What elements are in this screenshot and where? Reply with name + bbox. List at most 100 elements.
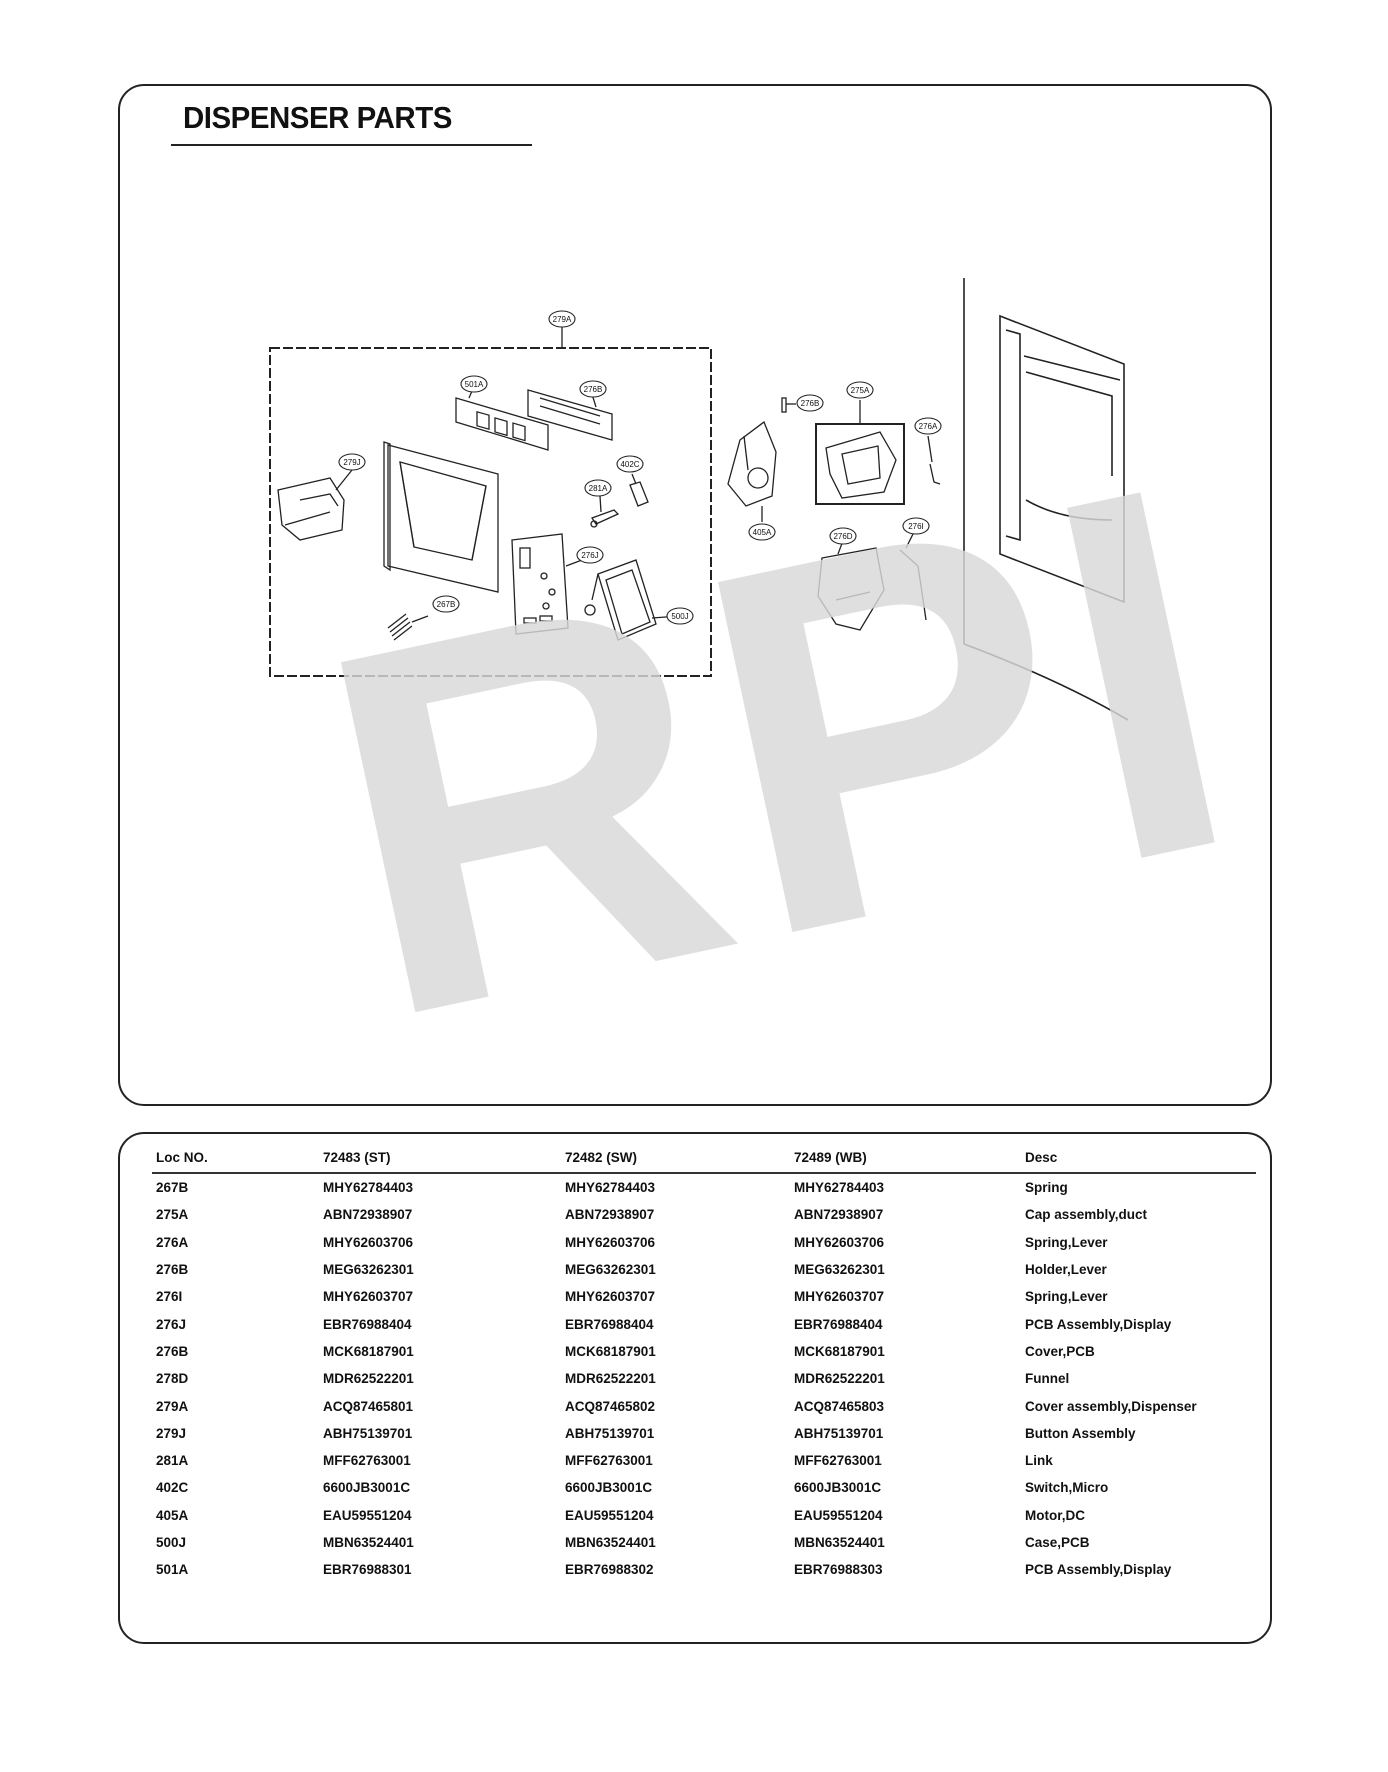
parts-table: Loc NO. 72483 (ST) 72482 (SW) 72489 (WB)… <box>152 1142 1256 1583</box>
col-desc: Desc <box>1021 1142 1256 1174</box>
parts-table-panel <box>118 1132 1272 1644</box>
cell-wb: MHY62603707 <box>794 1289 885 1305</box>
callout-267b: 267B <box>432 595 460 613</box>
cell-wb: EAU59551204 <box>794 1507 883 1523</box>
cell-desc: Spring <box>1025 1180 1068 1196</box>
cell-loc: 276B <box>156 1343 189 1359</box>
cell-loc: 276I <box>156 1289 183 1305</box>
part-motor-405a <box>727 420 777 522</box>
cell-st: MHY62603707 <box>323 1289 414 1305</box>
cell-sw: MFF62763001 <box>565 1453 653 1469</box>
svg-text:276B: 276B <box>801 399 820 408</box>
cell-sw: MEG63262301 <box>565 1262 656 1278</box>
cell-desc: Holder,Lever <box>1025 1262 1107 1278</box>
cell-st: ACQ87465801 <box>323 1398 414 1414</box>
cell-desc: Link <box>1025 1453 1053 1469</box>
svg-text:275A: 275A <box>851 386 870 395</box>
cell-st: MDR62522201 <box>323 1371 414 1387</box>
cell-wb: MHY62603706 <box>794 1234 885 1250</box>
svg-text:276B: 276B <box>584 385 603 394</box>
cell-wb: ABN72938907 <box>794 1207 884 1223</box>
callout-279a: 279A <box>548 310 576 328</box>
cell-wb: MEG63262301 <box>794 1262 885 1278</box>
cell-sw: MDR62522201 <box>565 1371 656 1387</box>
cell-sw: MHY62784403 <box>565 1180 656 1196</box>
cell-desc: Funnel <box>1025 1371 1070 1387</box>
col-loc-no: Loc NO. <box>152 1142 319 1174</box>
cell-desc: Button Assembly <box>1025 1425 1136 1441</box>
cell-wb: MBN63524401 <box>794 1535 885 1550</box>
table-row: 500J MBN63524401 MBN63524401 MBN63524401 Cas… <box>152 1529 1256 1556</box>
cell-loc: 278D <box>156 1371 189 1387</box>
callout-402c: 402C <box>616 455 644 473</box>
cell-sw: MCK68187901 <box>565 1343 656 1359</box>
callout-500j: 500J <box>666 607 694 625</box>
cell-sw: MBN63524401 <box>565 1535 656 1550</box>
cell-desc: Case,PCB <box>1025 1535 1090 1550</box>
part-case-pcb-500j <box>584 559 681 641</box>
cell-wb: MHY62784403 <box>794 1180 885 1196</box>
callout-501a: 501A <box>460 375 488 393</box>
cell-loc: 267B <box>156 1180 189 1196</box>
col-72482-sw: 72482 (SW) <box>561 1142 790 1174</box>
cell-st: EBR76988301 <box>323 1562 412 1578</box>
diagram-panel <box>118 84 1272 1106</box>
part-micro-switch-402c <box>629 473 649 507</box>
cell-sw: ABN72938907 <box>565 1207 655 1223</box>
cell-sw: MHY62603707 <box>565 1289 656 1305</box>
cell-st: MHY62784403 <box>323 1180 414 1196</box>
col-72483-st: 72483 (ST) <box>319 1142 561 1174</box>
table-row: 278D MDR62522201 MDR62522201 MDR62522201 Fun… <box>152 1365 1256 1392</box>
table-row: 276I MHY62603707 MHY62603707 MHY62603707 Spr… <box>152 1283 1256 1310</box>
cell-sw: ABH75139701 <box>565 1425 655 1441</box>
cell-desc: Switch,Micro <box>1025 1480 1109 1496</box>
cell-st: MEG63262301 <box>323 1262 414 1278</box>
cell-st: EAU59551204 <box>323 1507 412 1523</box>
svg-text:279A: 279A <box>553 315 572 324</box>
cell-loc: 402C <box>156 1480 189 1496</box>
callout-276d: 276D <box>829 527 857 545</box>
part-cap-assembly-275a <box>825 400 897 499</box>
svg-text:276A: 276A <box>919 422 938 431</box>
cell-st: MBN63524401 <box>323 1535 414 1550</box>
cell-sw: EBR76988302 <box>565 1562 654 1578</box>
part-button-assembly-279j <box>277 469 353 541</box>
cell-desc: Spring,Lever <box>1025 1234 1108 1250</box>
callout-276b-upper: 276B <box>579 380 607 398</box>
cell-desc: PCB Assembly,Display <box>1025 1316 1172 1332</box>
svg-text:405A: 405A <box>753 528 772 537</box>
exploded-parts-diagram: 279A 501A 276B 279J 402C 281A 276J 267B … <box>269 278 1129 721</box>
cell-sw: ACQ87465802 <box>565 1398 656 1414</box>
svg-text:501A: 501A <box>465 380 484 389</box>
cell-loc: 276A <box>156 1234 189 1250</box>
cell-desc: Spring,Lever <box>1025 1289 1108 1305</box>
cell-wb: MDR62522201 <box>794 1371 885 1387</box>
table-row: 267B MHY62784403 MHY62784403 MHY62784403 Spr… <box>152 1173 1256 1201</box>
cell-wb: ACQ87465803 <box>794 1398 885 1414</box>
cell-sw: EAU59551204 <box>565 1507 654 1523</box>
cell-wb: MFF62763001 <box>794 1453 882 1469</box>
callout-276a: 276A <box>914 417 942 435</box>
col-72489-wb: 72489 (WB) <box>790 1142 1021 1174</box>
cell-st: ABN72938907 <box>323 1207 413 1223</box>
callout-405a: 405A <box>748 523 776 541</box>
part-holder-lever-276b <box>781 397 796 413</box>
assembly-group-box <box>269 347 712 677</box>
callout-281a: 281A <box>584 479 612 497</box>
cell-desc: Cover assembly,Dispenser <box>1025 1398 1197 1414</box>
cell-loc: 501A <box>156 1562 189 1578</box>
callout-276i: 276I <box>902 517 930 535</box>
svg-text:267B: 267B <box>437 600 456 609</box>
svg-text:276J: 276J <box>581 551 598 560</box>
cell-loc: 500J <box>156 1535 187 1550</box>
refrigerator-door-outline <box>963 278 1129 721</box>
cell-st: ABH75139701 <box>323 1425 413 1441</box>
cell-loc: 279J <box>156 1425 187 1441</box>
